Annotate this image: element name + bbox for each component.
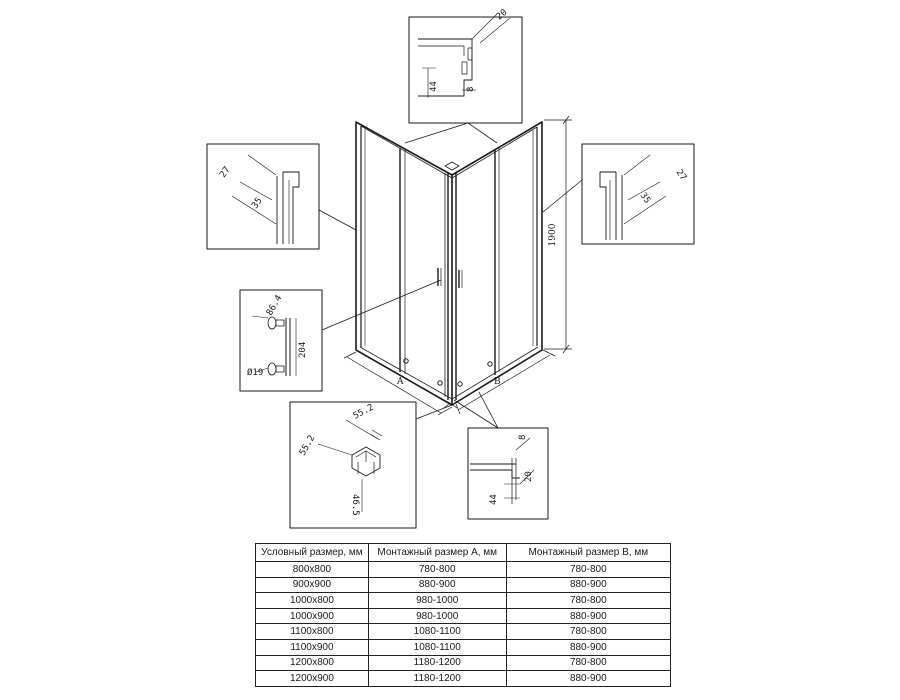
top-profile-height-label: 44 bbox=[429, 81, 439, 92]
table-cell: 780-800 bbox=[505, 592, 672, 609]
left-profile-b-label: 35 bbox=[250, 196, 264, 211]
detail-top-profile bbox=[408, 14, 523, 124]
table-cell: 880-900 bbox=[505, 576, 672, 594]
enclosure-view bbox=[343, 115, 572, 416]
right-panel bbox=[451, 121, 543, 406]
detail-left-profile bbox=[206, 143, 320, 250]
table-cell: 1000x900 bbox=[255, 607, 369, 625]
bottom-profile-width-label: 20 bbox=[524, 471, 534, 482]
table-cell: 1180-1200 bbox=[367, 654, 507, 672]
bottom-profile-height-label: 44 bbox=[489, 494, 499, 505]
size-table-header: Условный размер, мм Монтажный размер A, … bbox=[255, 543, 672, 562]
col-header-mount-a: Монтажный размер A, мм bbox=[367, 543, 507, 562]
right-profile-a-label: 27 bbox=[674, 168, 688, 183]
table-cell: 780-800 bbox=[505, 561, 672, 578]
handle-length-label: 204 bbox=[298, 342, 308, 358]
table-cell: 780-800 bbox=[367, 561, 507, 578]
table-cell: 1000x800 bbox=[255, 592, 369, 609]
height-label: 1900 bbox=[548, 223, 558, 246]
handles bbox=[437, 268, 463, 288]
detail-right-profile bbox=[581, 143, 695, 245]
table-cell: 1080-1100 bbox=[367, 638, 507, 656]
table-cell: 880-900 bbox=[505, 638, 672, 656]
handle-diameter-label: Ø19 bbox=[247, 367, 263, 378]
col-header-nominal: Условный размер, мм bbox=[255, 543, 369, 562]
table-cell: 1200x800 bbox=[255, 654, 369, 672]
bottom-profile-gap-label: 8 bbox=[518, 435, 528, 440]
table-cell: 880-900 bbox=[505, 607, 672, 625]
left-profile-a-label: 27 bbox=[218, 165, 232, 180]
corner-depth-label: 46.5 bbox=[350, 494, 360, 516]
width-b-label: B bbox=[494, 377, 501, 387]
table-cell: 980-1000 bbox=[367, 607, 507, 625]
detail-bottom-profile bbox=[467, 427, 549, 520]
table-cell: 900x900 bbox=[255, 576, 369, 594]
leader-lines bbox=[318, 122, 583, 429]
table-cell: 880-900 bbox=[367, 576, 507, 594]
detail-corner bbox=[289, 401, 417, 529]
table-cell: 880-900 bbox=[505, 670, 672, 687]
table-cell: 1100x900 bbox=[255, 638, 369, 656]
table-cell: 1200x900 bbox=[255, 670, 369, 687]
table-cell: 780-800 bbox=[505, 623, 672, 640]
table-cell: 1080-1100 bbox=[367, 623, 507, 640]
table-cell: 780-800 bbox=[505, 654, 672, 672]
col-header-mount-b: Монтажный размер B, мм bbox=[505, 543, 672, 562]
table-cell: 800x800 bbox=[255, 561, 369, 578]
detail-handle bbox=[239, 289, 323, 392]
handle-offset-label: 86.4 bbox=[265, 294, 285, 318]
shower-enclosure-drawing: 1900 A B 20 44 8 27 35 27 35 86.4 204 Ø1… bbox=[206, 8, 695, 529]
width-a-label: A bbox=[396, 377, 404, 387]
table-cell: 1180-1200 bbox=[367, 670, 507, 687]
size-table: Условный размер, мм Монтажный размер A, … bbox=[255, 543, 672, 687]
corner-height-label: 55.2 bbox=[298, 434, 318, 458]
table-cell: 980-1000 bbox=[367, 592, 507, 609]
left-panel bbox=[355, 121, 453, 406]
top-profile-gap-label: 8 bbox=[466, 87, 476, 92]
corner-width-label: 55.2 bbox=[352, 403, 376, 422]
table-cell: 1100x800 bbox=[255, 623, 369, 640]
